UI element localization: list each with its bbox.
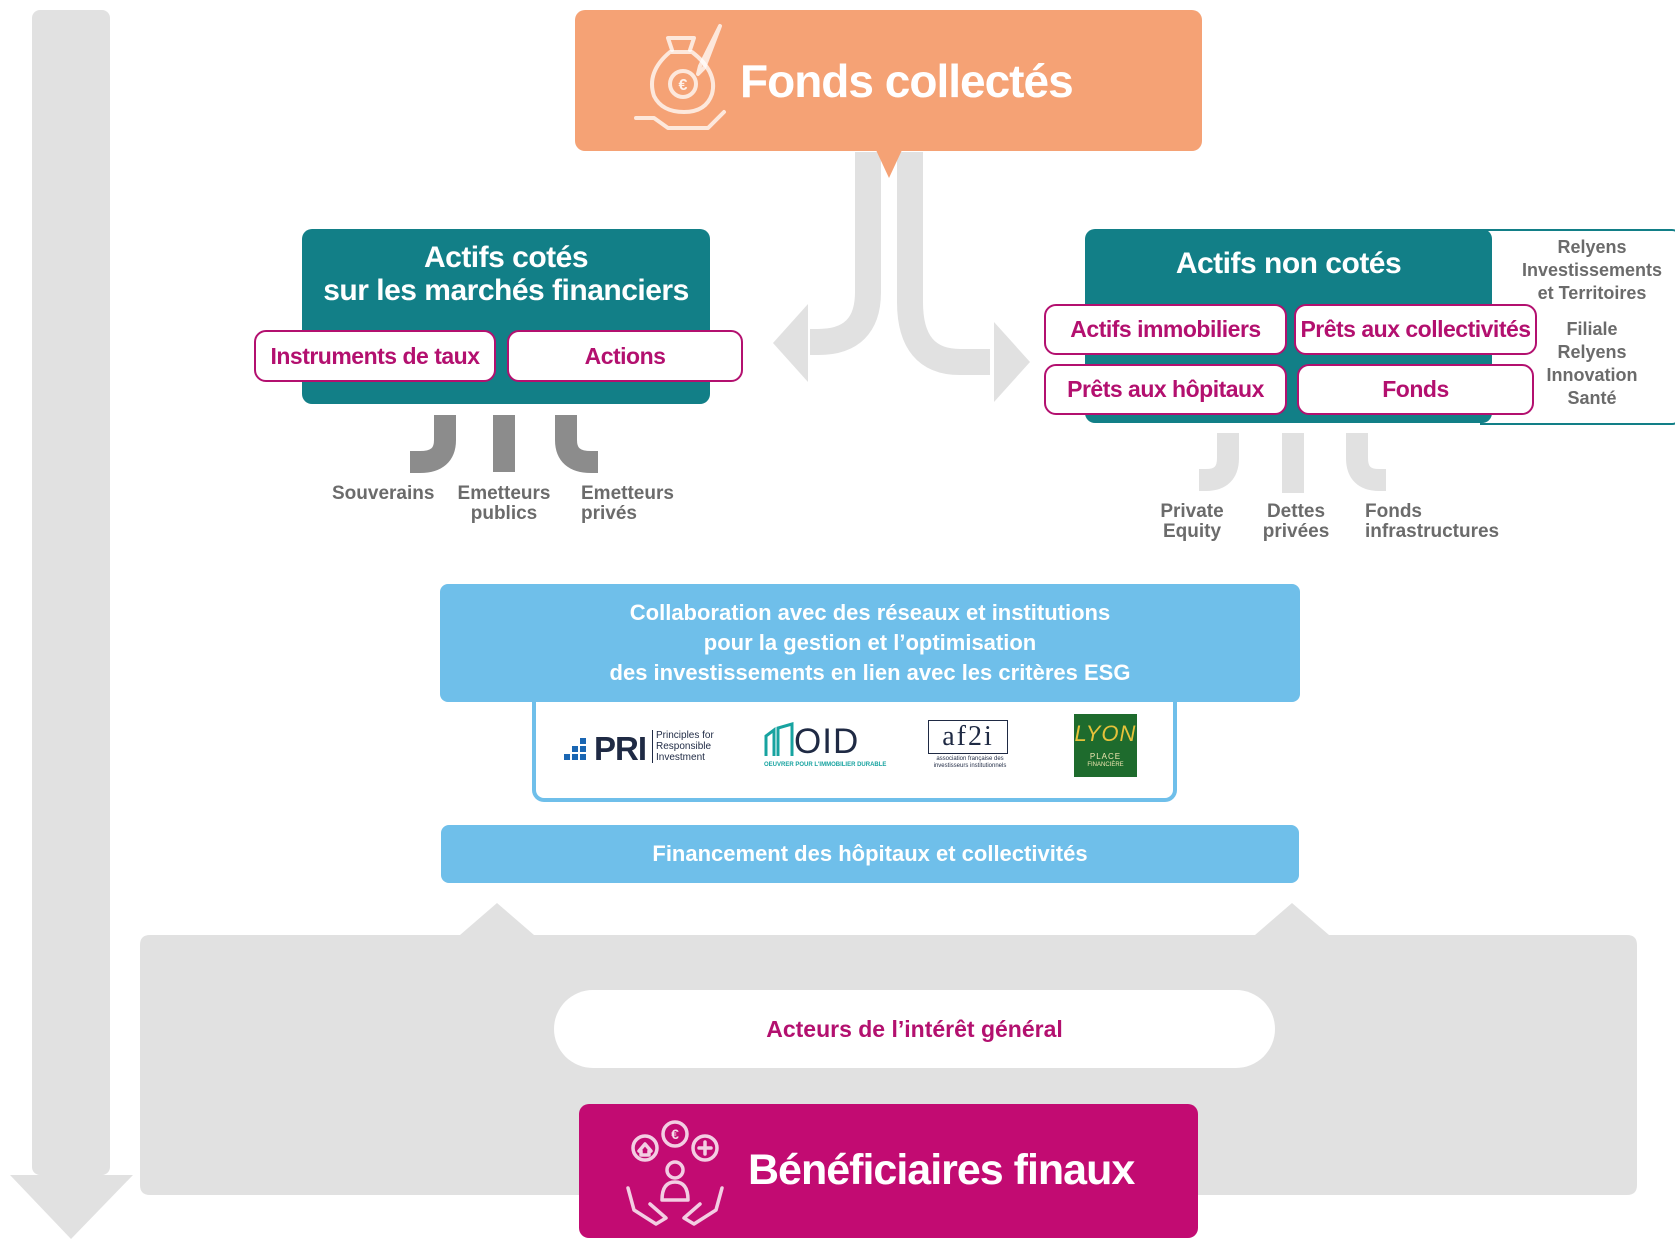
final-beneficiaries-title: Bénéficiaires finaux: [748, 1145, 1135, 1194]
oid-building-icon: [764, 722, 794, 756]
relyens-line: Filiale: [1566, 319, 1618, 339]
pri-sub-line: Responsible: [656, 741, 712, 752]
af2i-sub-line: association française des: [936, 756, 1004, 762]
relyens-territories-label: Relyens Investissements et Territoires: [1512, 236, 1672, 305]
oid-subtitle: OEUVRER POUR L'IMMOBILIER DURABLE: [764, 762, 887, 768]
lyon-sub-line: FINANCIÈRE: [1087, 762, 1124, 768]
issuer-label-public: Emetteurs publics: [454, 484, 554, 524]
relyens-line: Santé: [1567, 388, 1617, 408]
issuer-label-line1: Souverains: [332, 483, 435, 504]
relyens-line: Innovation: [1546, 365, 1638, 385]
main-down-arrow: [10, 10, 133, 1239]
relyens-line: Relyens: [1557, 237, 1627, 257]
svg-text:€: €: [679, 77, 688, 94]
unlisted-connectors: [1199, 433, 1386, 493]
lyon-subtitle: PLACE FINANCIÈRE: [1074, 752, 1137, 770]
fund-label-line1: Fonds: [1365, 501, 1422, 522]
split-arrows: [773, 152, 1030, 402]
listed-assets-title: Actifs cotés sur les marchés financiers: [302, 238, 710, 310]
oid-mark: OID: [794, 722, 860, 761]
collaboration-line: Collaboration avec des réseaux et instit…: [629, 600, 1111, 625]
fund-label-line1: Dettes: [1266, 501, 1326, 522]
listed-assets-title-line2: sur les marchés financiers: [323, 274, 689, 307]
af2i-mark: af2i: [942, 721, 994, 752]
general-interest-actors-pill: Acteurs de l’intérêt général: [554, 990, 1275, 1068]
af2i-logo: af2i association française des investiss…: [928, 720, 1012, 772]
relyens-line: Relyens: [1557, 342, 1627, 362]
hospital-loans-pill: Prêts aux hôpitaux: [1044, 364, 1287, 415]
funds-pill: Fonds: [1297, 364, 1534, 415]
relyens-line: Investissements: [1521, 260, 1663, 280]
listed-connectors: [410, 415, 598, 473]
pri-sub-line: Investment: [656, 752, 705, 763]
collaboration-line: pour la gestion et l’optimisation: [703, 630, 1037, 655]
fund-label-private-debt: Dettes privées: [1256, 502, 1336, 542]
beneficiaries-hands-icon: €: [626, 1120, 724, 1226]
collaboration-box: Collaboration avec des réseaux et instit…: [440, 584, 1300, 702]
pri-sub-line: Principles for: [656, 730, 714, 741]
relyens-line: et Territoires: [1537, 283, 1647, 303]
fund-label-private-equity: Private Equity: [1152, 502, 1232, 542]
svg-text:€: €: [671, 1126, 679, 1142]
lyon-sub-line: PLACE: [1089, 752, 1122, 761]
af2i-sub-line: investisseurs institutionnels: [933, 763, 1007, 769]
real-estate-pill: Actifs immobiliers: [1044, 304, 1287, 355]
oid-logo: OID OEUVRER POUR L'IMMOBILIER DURABLE: [764, 720, 886, 772]
pri-logo: PRI Principles for Responsible Investmen…: [564, 726, 724, 767]
partner-logos-frame: [532, 698, 1177, 802]
pri-mark: PRI: [594, 730, 647, 767]
fund-label-line2: privées: [1262, 521, 1330, 542]
financing-box: Financement des hôpitaux et collectivité…: [441, 825, 1299, 883]
rate-instruments-pill: Instruments de taux: [254, 330, 496, 382]
issuer-label-private: Emetteurs privés: [581, 484, 691, 524]
af2i-subtitle: association française des investisseurs …: [928, 756, 1012, 770]
lyon-place-financiere-logo: LYON PLACE FINANCIÈRE: [1074, 714, 1137, 777]
issuer-label-line1: Emetteurs: [581, 483, 674, 504]
collaboration-line: des investissements en lien avec les cri…: [609, 660, 1131, 685]
unlisted-assets-title: Actifs non cotés: [1175, 247, 1402, 280]
collected-funds-pointer: [876, 150, 902, 178]
relyens-health-label: Filiale Relyens Innovation Santé: [1512, 318, 1672, 410]
equities-pill: Actions: [507, 330, 743, 382]
pri-bars-icon: [564, 738, 586, 760]
issuer-label-line1: Emetteurs: [457, 483, 551, 504]
issuer-label-line2: publics: [470, 503, 538, 524]
issuer-label-line2: privés: [581, 503, 637, 524]
collected-funds-title: Fonds collectés: [740, 55, 1074, 107]
local-authority-loans-pill: Prêts aux collectivités: [1294, 304, 1537, 355]
fund-label-infrastructure: Fonds infrastructures: [1365, 502, 1515, 542]
fund-label-line2: infrastructures: [1365, 521, 1500, 542]
pri-subtitle: Principles for Responsible Investment: [652, 730, 714, 763]
money-bag-icon: €: [634, 24, 726, 130]
fund-label-line1: Private: [1160, 501, 1224, 522]
listed-assets-title-line1: Actifs cotés: [423, 241, 589, 274]
lyon-mark: LYON: [1074, 721, 1137, 746]
issuer-label-sovereigns: Souverains: [332, 484, 442, 504]
fund-label-line2: Equity: [1162, 521, 1222, 542]
